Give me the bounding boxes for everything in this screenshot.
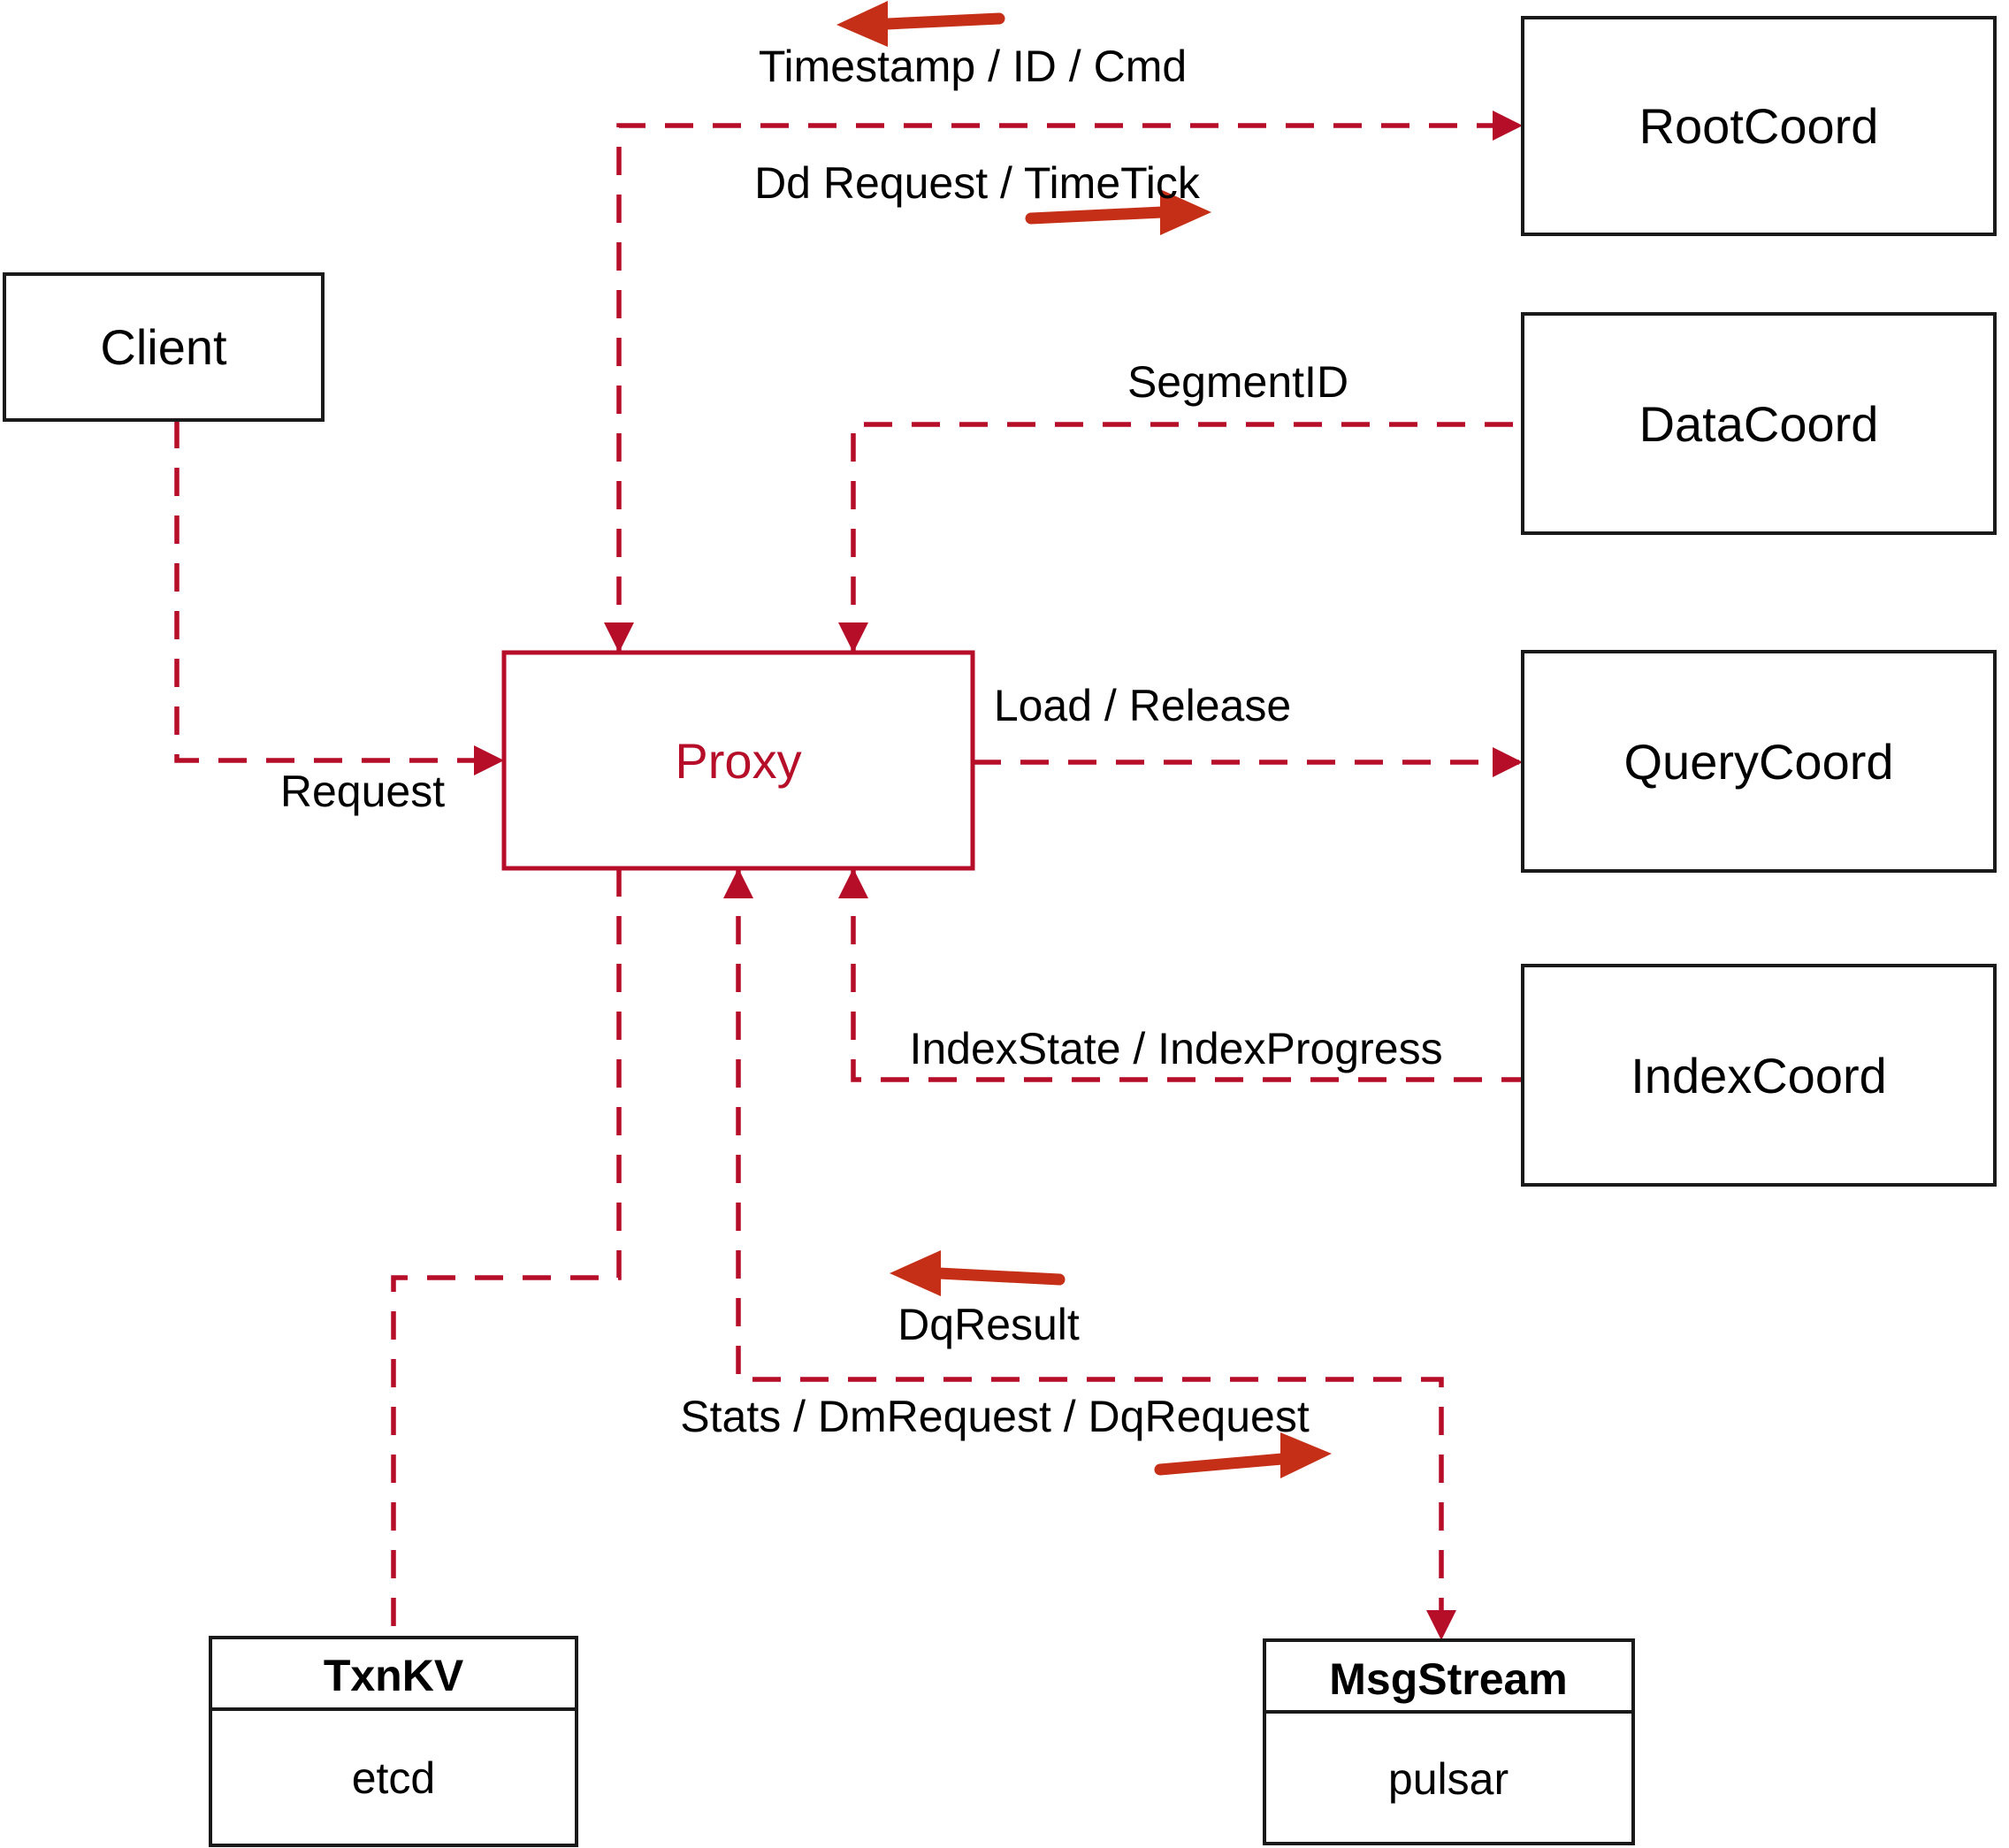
- arrowhead-into-proxy-left-icon: [474, 745, 504, 775]
- rootcoord-label: RootCoord: [1639, 98, 1879, 154]
- arrowhead-into-rootcoord-icon: [1493, 111, 1523, 141]
- node-rootcoord: RootCoord: [1521, 16, 1997, 236]
- edge-label-stats-dm-dq-request: Stats / DmRequest / DqRequest: [680, 1392, 1310, 1441]
- proxy-label: Proxy: [675, 733, 801, 789]
- direction-arrow-right-ddrequest-icon: [1025, 189, 1211, 235]
- arrowhead-into-proxy-bottom-right-icon: [838, 868, 868, 898]
- txnkv-title: TxnKV: [324, 1651, 464, 1700]
- querycoord-label: QueryCoord: [1623, 734, 1893, 790]
- edge-proxy-rootcoord-corridor: [616, 123, 1519, 653]
- edge-label-dq-result: DqResult: [898, 1300, 1080, 1349]
- edge-indexcoord-to-proxy: [851, 868, 1523, 1082]
- edge-label-segment-id: SegmentID: [1127, 357, 1348, 407]
- arrowhead-into-proxy-bottom-left-icon: [723, 868, 753, 898]
- node-txnkv: TxnKV etcd: [209, 1636, 578, 1847]
- arrowhead-into-proxy-top-left-icon: [604, 622, 634, 653]
- datacoord-label: DataCoord: [1639, 396, 1879, 452]
- edge-client-to-proxy: [174, 420, 500, 763]
- edge-label-index-state-progress: IndexState / IndexProgress: [909, 1024, 1442, 1073]
- direction-arrow-left-timestamp-icon: [836, 1, 1005, 47]
- node-client: Client: [3, 272, 325, 422]
- direction-arrow-left-dqresult-icon: [890, 1250, 1066, 1296]
- msgstream-impl: pulsar: [1388, 1754, 1509, 1804]
- arrowhead-into-msgstream-icon: [1426, 1610, 1456, 1640]
- node-querycoord: QueryCoord: [1521, 650, 1997, 873]
- node-msgstream: MsgStream pulsar: [1263, 1638, 1635, 1845]
- node-proxy: Proxy: [501, 650, 975, 871]
- indexcoord-label: IndexCoord: [1631, 1048, 1887, 1103]
- edge-proxy-to-txnkv: [391, 868, 622, 1638]
- edge-label-load-release: Load / Release: [994, 681, 1291, 730]
- edge-label-request: Request: [280, 767, 445, 816]
- arrowhead-into-proxy-top-right-icon: [838, 622, 868, 653]
- arrowhead-into-querycoord-icon: [1493, 747, 1523, 777]
- edge-label-timestamp-id-cmd: Timestamp / ID / Cmd: [759, 42, 1187, 91]
- msgstream-title: MsgStream: [1329, 1654, 1568, 1704]
- node-datacoord: DataCoord: [1521, 312, 1997, 535]
- edge-datacoord-to-proxy: [851, 422, 1523, 653]
- node-indexcoord: IndexCoord: [1521, 964, 1997, 1187]
- direction-arrow-right-stats-icon: [1154, 1432, 1332, 1478]
- client-label: Client: [100, 319, 227, 375]
- edge-label-dd-request-timetick: Dd Request / TimeTick: [754, 158, 1201, 208]
- edge-proxy-msgstream-corridor: [736, 868, 1444, 1637]
- txnkv-impl: etcd: [352, 1753, 436, 1803]
